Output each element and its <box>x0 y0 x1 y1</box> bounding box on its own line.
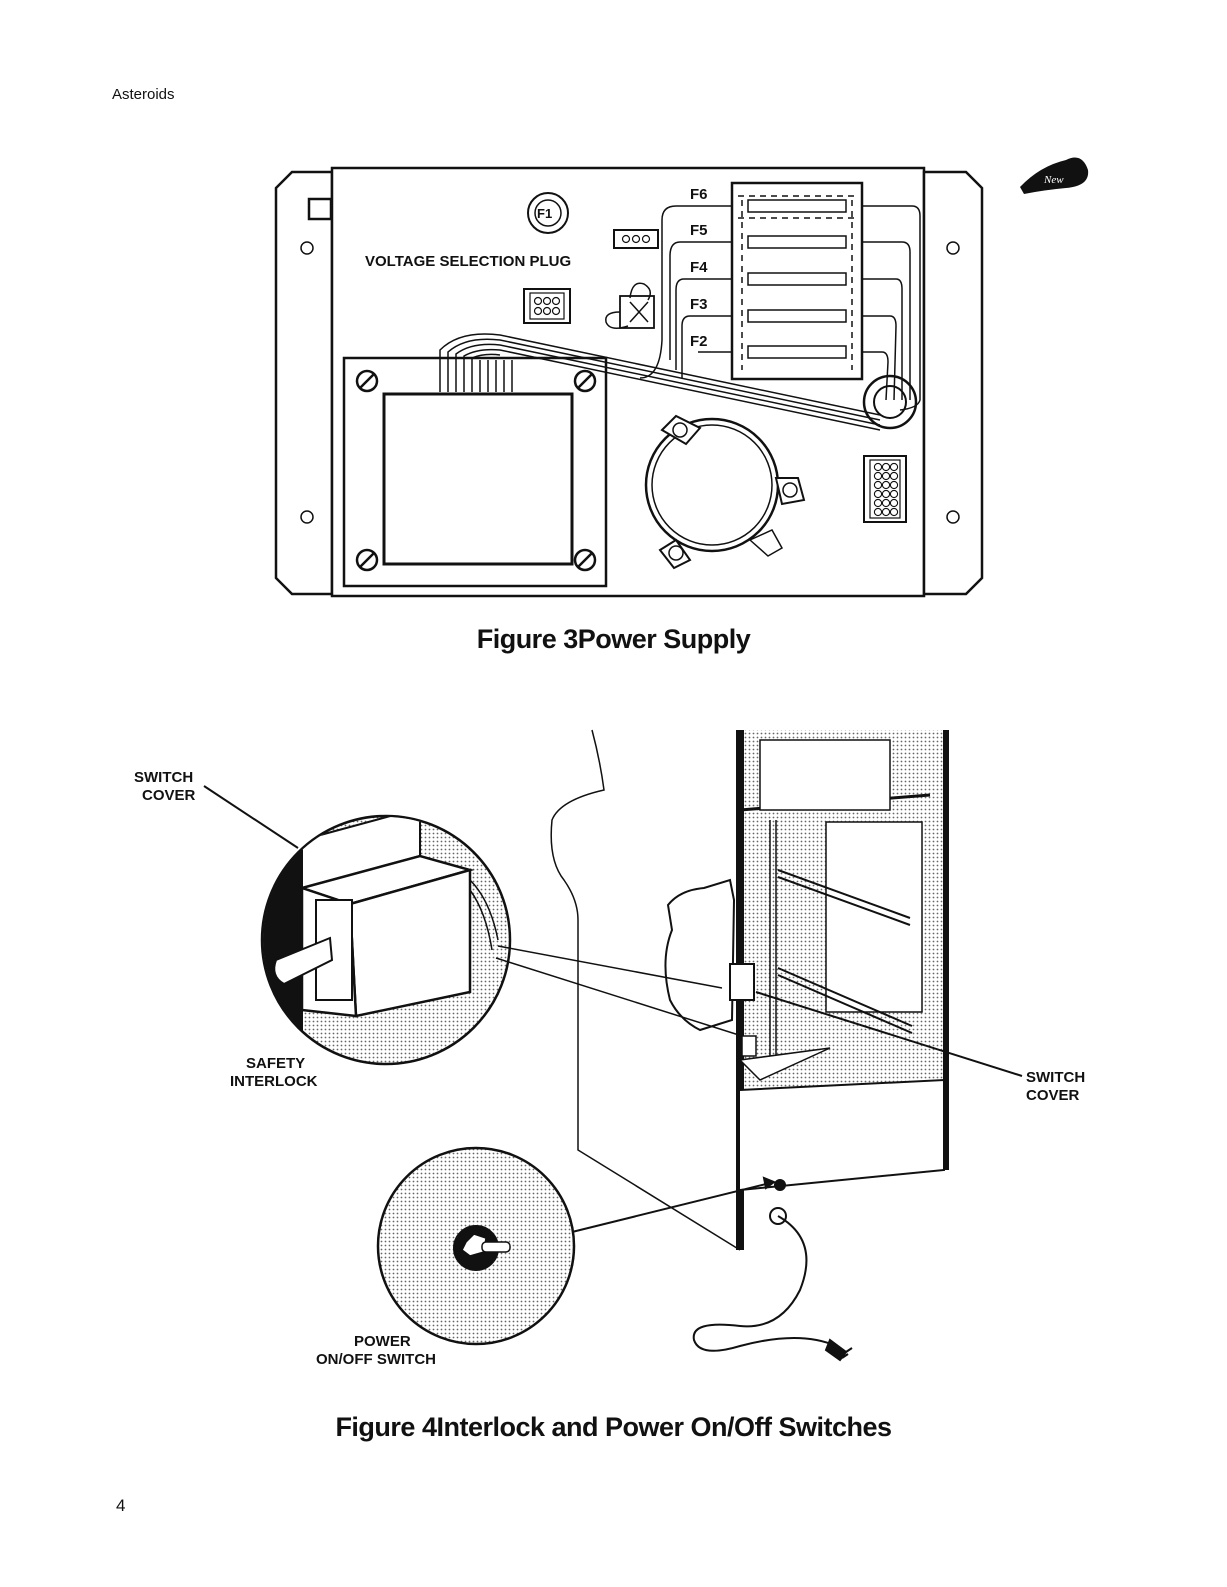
switch-cover-left-line1: SWITCH <box>134 769 193 786</box>
power-cord <box>694 1216 836 1351</box>
page-number: 4 <box>116 1496 125 1516</box>
safety-interlock-line2: INTERLOCK <box>230 1073 318 1090</box>
figure-4-caption: Figure 4Interlock and Power On/Off Switc… <box>0 1412 1227 1443</box>
figure-4-number: Figure 4 <box>335 1412 436 1442</box>
switch-cover-left-line2: COVER <box>142 787 196 804</box>
power-switch-line1: POWER <box>354 1333 411 1350</box>
switch-cover-right-line2: COVER <box>1026 1087 1080 1104</box>
switch-cover-right-line1: SWITCH <box>1026 1069 1085 1086</box>
power-switch-line2: ON/OFF SWITCH <box>316 1351 436 1368</box>
safety-interlock-line1: SAFETY <box>246 1055 305 1072</box>
figure-4-title: Interlock and Power On/Off Switches <box>436 1412 891 1442</box>
